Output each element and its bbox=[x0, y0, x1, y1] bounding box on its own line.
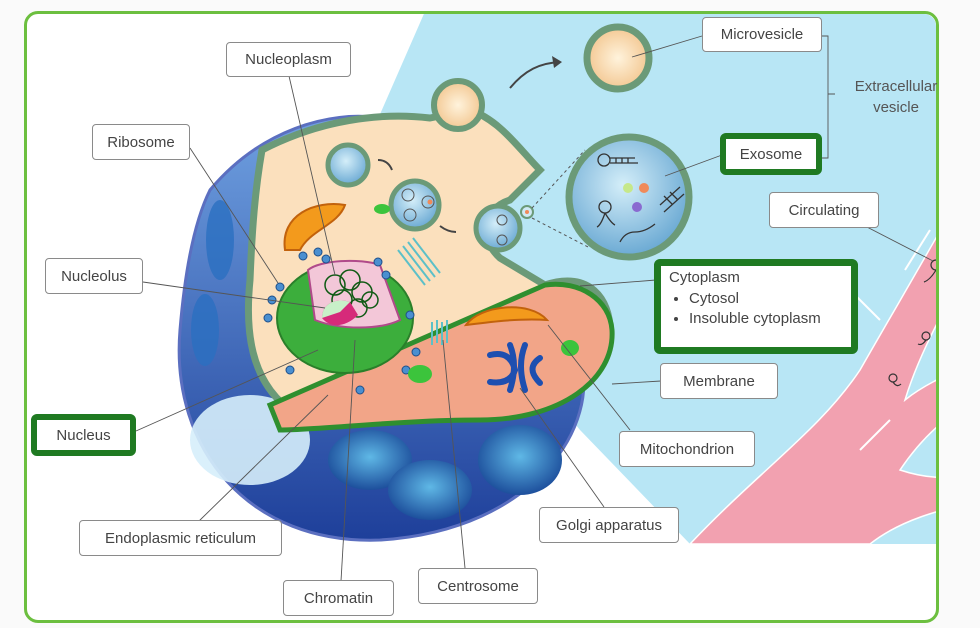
exosome-icon bbox=[565, 133, 693, 261]
cytoplasm-item-insoluble: Insoluble cytoplasm bbox=[689, 310, 851, 327]
cytoplasm-lower bbox=[266, 281, 615, 433]
microvesicle-icon bbox=[583, 23, 653, 93]
cytoplasm-list: Cytosol Insoluble cytoplasm bbox=[669, 290, 851, 327]
label-golgi-apparatus: Golgi apparatus bbox=[539, 507, 679, 543]
label-microvesicle: Microvesicle bbox=[702, 17, 822, 52]
label-circulating: Circulating bbox=[769, 192, 879, 228]
endosome bbox=[325, 142, 371, 188]
cytoplasm-item-cytosol: Cytosol bbox=[689, 290, 851, 307]
label-cytoplasm: Cytoplasm Cytosol Insoluble cytoplasm bbox=[654, 259, 858, 354]
label-chromatin: Chromatin bbox=[283, 580, 394, 616]
multivesicular-body bbox=[388, 178, 442, 232]
label-nucleoplasm: Nucleoplasm bbox=[226, 42, 351, 77]
blood-vessel bbox=[688, 157, 936, 545]
label-nucleus: Nucleus bbox=[31, 414, 136, 456]
label-ribosome: Ribosome bbox=[92, 124, 190, 160]
ribosome-icon bbox=[263, 247, 421, 395]
mitochondrion-icon bbox=[283, 203, 347, 251]
label-membrane: Membrane bbox=[660, 363, 778, 399]
mitochondrion-icon-2 bbox=[463, 306, 550, 327]
leader-lines bbox=[135, 35, 934, 582]
extracellular-vesicle-line2: vesicle bbox=[873, 99, 919, 116]
label-exosome: Exosome bbox=[720, 133, 822, 175]
centrosome-icon bbox=[431, 320, 448, 345]
extracellular-vesicle-line1: Extracellular bbox=[854, 78, 938, 95]
label-endoplasmic-reticulum: Endoplasmic reticulum bbox=[79, 520, 282, 556]
label-centrosome: Centrosome bbox=[418, 568, 538, 604]
golgi-icon bbox=[487, 342, 543, 393]
label-nucleolus: Nucleolus bbox=[45, 258, 143, 294]
label-extracellular-vesicle: Extracellular vesicle bbox=[836, 76, 956, 118]
cytoplasm-title: Cytoplasm bbox=[669, 269, 740, 286]
chromatin-icon bbox=[324, 269, 379, 318]
label-mitochondrion: Mitochondrion bbox=[619, 431, 755, 467]
circulating-vesicle-icon bbox=[888, 259, 936, 387]
